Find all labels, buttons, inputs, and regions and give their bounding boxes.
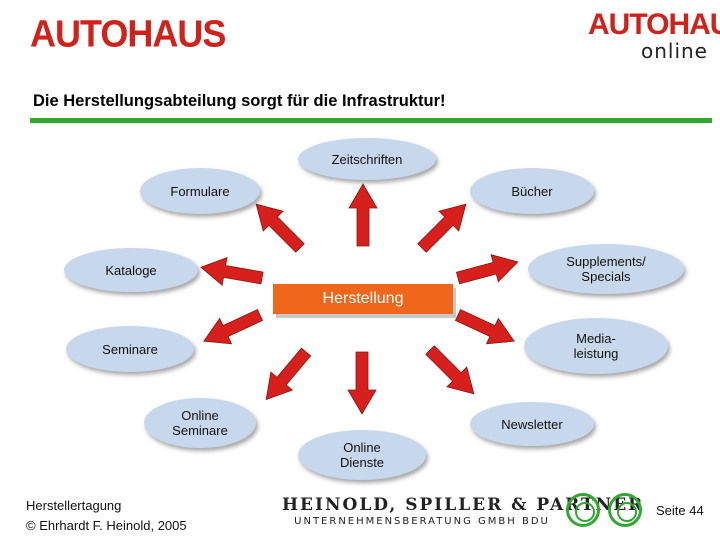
node-label-line2: Seminare (172, 423, 228, 438)
footer-credit: Herstellertagung © Ehrhardt F. Heinold, … (26, 496, 187, 536)
partner-name: HEINOLD, SPILLER & PARTNER (282, 495, 645, 515)
arrow-to-online-seminare (255, 342, 318, 409)
node-label: Formulare (170, 183, 230, 199)
node-label-line1: Online (343, 440, 381, 455)
node-medialeistung: Media-leistung (524, 318, 668, 374)
arrow-to-supplements (453, 248, 522, 292)
arrow-to-formulare (245, 193, 311, 259)
arrow-to-newsletter (419, 339, 485, 405)
node-zeitschriften: Zeitschriften (298, 138, 436, 180)
center-label: Herstellung (322, 290, 404, 307)
seal-icon (566, 493, 600, 527)
node-newsletter: Newsletter (470, 402, 594, 446)
seal-icon (608, 493, 642, 527)
node-label: Zeitschriften (331, 151, 403, 167)
node-label-line2: leistung (573, 346, 619, 361)
partner-subtitle: UNTERNEHMENSBERATUNG GMBH BDU (294, 516, 550, 527)
arrow-to-media (451, 301, 521, 355)
autohaus-online-logo: AUTOHAUS online (588, 8, 720, 63)
node-label-line1: Media- (576, 331, 616, 346)
node-seminare: Seminare (66, 326, 194, 372)
node-buecher: Bücher (470, 168, 594, 214)
node-label: Bücher (511, 183, 553, 199)
node-label-line2: Specials (581, 269, 631, 284)
green-divider (30, 118, 712, 123)
node-kataloge: Kataloge (64, 248, 198, 292)
arrow-to-online-dienste (347, 351, 377, 415)
node-label: Kataloge (105, 262, 157, 278)
arrow-to-buecher (411, 193, 477, 259)
logo-word: AUTOHAUS (588, 8, 720, 41)
node-label-line1: Online (181, 408, 219, 423)
partner-logo: HEINOLD, SPILLER & PARTNER UNTERNEHMENSB… (282, 495, 645, 527)
autohaus-logo: AUTOHAUS (30, 12, 226, 56)
center-herstellung: Herstellung (273, 284, 453, 314)
node-label: Seminare (102, 341, 158, 357)
node-supplements-specials: Supplements/Specials (528, 244, 684, 294)
node-label-line1: Supplements/ (566, 254, 646, 269)
node-label-line2: Dienste (339, 455, 385, 470)
footer-event: Herstellertagung (26, 498, 122, 513)
page-number: Seite 44 (656, 503, 704, 518)
arrow-to-kataloge (198, 253, 265, 293)
arrow-to-zeitschriften (348, 183, 378, 247)
node-label: Newsletter (501, 416, 563, 432)
footer-copyright: © Ehrhardt F. Heinold, 2005 (26, 518, 187, 533)
node-formulare: Formulare (140, 168, 260, 214)
slide-title: Die Herstellungsabteilung sorgt für die … (33, 92, 446, 110)
logo-online-word: online (640, 39, 708, 63)
arrow-to-seminare (197, 301, 267, 355)
